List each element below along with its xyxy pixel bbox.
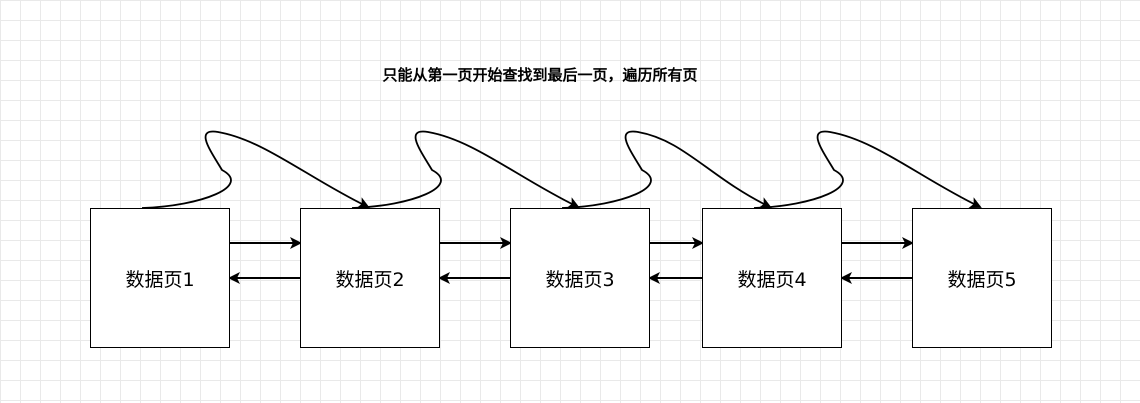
data-page-label-2: 数据页2 xyxy=(335,268,405,291)
data-page-label-5: 数据页5 xyxy=(947,268,1017,291)
diagram-caption: 只能从第一页开始查找到最后一页，遍历所有页 xyxy=(382,66,698,84)
traversal-arrow-1-to-2 xyxy=(141,130,370,209)
data-page-label-1: 数据页1 xyxy=(125,268,195,291)
data-page-box-2: 数据页2 xyxy=(300,208,440,348)
links-layer xyxy=(228,237,914,284)
data-page-box-4: 数据页4 xyxy=(702,208,842,348)
data-page-box-1: 数据页1 xyxy=(90,208,230,348)
data-page-label-4: 数据页4 xyxy=(737,268,807,291)
traversal-arrow-2-to-3 xyxy=(351,130,580,209)
data-page-box-3: 数据页3 xyxy=(510,208,650,348)
traversal-layer xyxy=(141,130,982,209)
traversal-arrow-3-to-4 xyxy=(561,130,772,209)
traversal-arrow-4-to-5 xyxy=(753,130,982,209)
data-page-box-5: 数据页5 xyxy=(912,208,1052,348)
data-page-label-3: 数据页3 xyxy=(545,268,615,291)
